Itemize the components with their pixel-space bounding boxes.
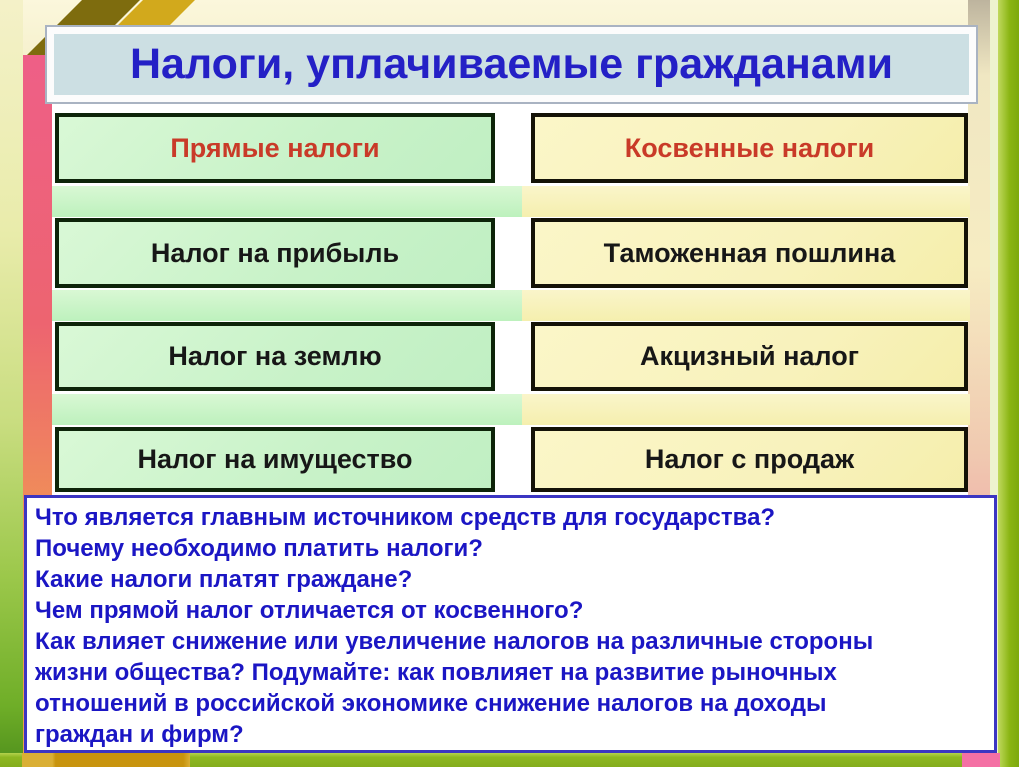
direct-taxes-header-label: Прямые налоги (170, 132, 380, 163)
connector-strip-yellow-3 (522, 394, 970, 425)
slide-title-box: Налоги, уплачиваемые гражданами (47, 27, 976, 102)
question-line: жизни общества? Подумайте: как повлияет … (35, 659, 837, 686)
indirect-tax-item-box: Акцизный налог (531, 322, 968, 391)
direct-tax-item-box: Налог на имущество (55, 427, 495, 492)
frame-right-green-band (998, 0, 1019, 767)
frame-bottom-gold-segment (22, 753, 190, 767)
indirect-taxes-header-label: Косвенные налоги (624, 132, 875, 163)
direct-taxes-header-box: Прямые налоги (55, 113, 495, 183)
question-line: Чем прямой налог отличается от косвенног… (35, 597, 584, 624)
frame-left-outer-strip (0, 0, 23, 767)
indirect-tax-item-label: Акцизный налог (640, 341, 859, 371)
question-line: граждан и фирм? (35, 721, 244, 748)
frame-right-pale-strip (990, 0, 998, 767)
connector-strip-green-2 (52, 290, 522, 321)
question-line: Почему необходимо платить налоги? (35, 535, 483, 562)
direct-tax-item-box: Налог на землю (55, 322, 495, 391)
indirect-tax-item-label: Таможенная пошлина (603, 237, 896, 268)
direct-tax-item-label: Налог на землю (168, 341, 382, 371)
connector-strip-yellow-1 (522, 186, 970, 217)
connector-strip-yellow-2 (522, 290, 970, 321)
question-line: Что является главным источником средств … (35, 504, 776, 531)
indirect-tax-item-label: Налог с продаж (644, 444, 855, 474)
direct-tax-item-label: Налог на имущество (137, 444, 413, 474)
connector-strip-green-1 (52, 186, 522, 217)
direct-tax-item-label: Налог на прибыль (150, 237, 400, 268)
indirect-taxes-header-box: Косвенные налоги (531, 113, 968, 183)
question-line: Как влияет снижение или увеличение налог… (35, 628, 874, 655)
indirect-tax-item-box: Налог с продаж (531, 427, 968, 492)
question-line: Какие налоги платят граждане? (35, 566, 413, 593)
direct-tax-item-box: Налог на прибыль (55, 218, 495, 288)
frame-bottom-band (0, 753, 1019, 767)
frame-bottom-pink-segment (962, 753, 1000, 767)
questions-box: Что является главным источником средств … (24, 495, 997, 753)
question-line: отношений в российской экономике снижени… (35, 690, 827, 717)
slide-title: Налоги, уплачиваемые гражданами (129, 40, 894, 88)
indirect-tax-item-box: Таможенная пошлина (531, 218, 968, 288)
connector-strip-green-3 (52, 394, 522, 425)
